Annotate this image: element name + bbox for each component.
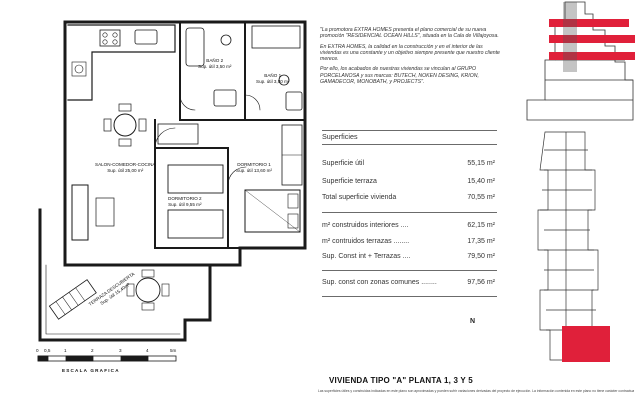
disclaimer-footnote: Las superficies útiles y construidas ind… xyxy=(318,389,634,393)
room-name: DORMITORIO 1 xyxy=(237,162,271,167)
terrace-outline xyxy=(38,208,212,342)
intro-text: "La promotora EXTRA HOMES presenta el pl… xyxy=(320,27,500,89)
dining-table xyxy=(113,113,137,137)
surface-row: Total superficie vivienda 70,55 m² xyxy=(322,194,495,204)
floor-plan xyxy=(37,20,307,362)
sun-lounger xyxy=(48,279,97,320)
wardrobe-2 xyxy=(157,123,199,145)
scale-tick: 3 xyxy=(119,348,122,353)
surface-label: Sup. const con zonas comunes ........ xyxy=(322,279,437,286)
scale-tick: 5m xyxy=(170,348,177,353)
surface-label: Total superficie vivienda xyxy=(322,194,397,201)
highlighted-floors xyxy=(549,19,635,60)
room-bano2: BAÑO 2 Sup. útil 3,50 m² xyxy=(198,58,231,69)
divider xyxy=(322,130,497,131)
surface-label: Superficie terraza xyxy=(322,178,377,185)
surface-row: Superficie terraza 15,40 m² xyxy=(322,178,495,188)
scale-bar xyxy=(37,355,177,362)
room-name: DORMITORIO 2 xyxy=(168,196,202,201)
scale-tick: 0 xyxy=(36,348,39,353)
surface-label: m² contruidos terrazas ........ xyxy=(322,238,410,245)
exterior-wall xyxy=(63,20,307,267)
bathroom-block xyxy=(179,21,306,121)
room-area: Sup. útil 9,55 m² xyxy=(168,201,202,207)
room-name: SALON-COMEDOR-COCINA xyxy=(95,162,156,167)
scale-tick: 1 xyxy=(64,348,67,353)
intro-paragraph: En EXTRA HOMES, la calidad en la constru… xyxy=(320,43,500,63)
twin-bed-1 xyxy=(167,164,224,194)
kitchen-hob xyxy=(99,29,121,47)
surface-value: 62,15 m² xyxy=(467,222,495,229)
surface-value: 15,40 m² xyxy=(467,178,495,185)
divider xyxy=(322,296,497,297)
surface-row: Sup. Const int + Terrazas .... 79,50 m² xyxy=(322,253,495,263)
bath1-shower xyxy=(251,25,301,49)
surface-value: 97,56 m² xyxy=(467,279,495,286)
room-name: BAÑO 1 xyxy=(264,73,282,78)
room-area: Sup. útil 25,00 m² xyxy=(107,167,144,173)
surface-row: Sup. const con zonas comunes ........ 97… xyxy=(322,279,495,289)
intro-paragraph: Por ello, los acabados de nuestras vivie… xyxy=(320,66,479,86)
twin-bed-2 xyxy=(167,209,224,239)
sofa xyxy=(71,184,89,241)
kitchen-sink xyxy=(134,29,158,45)
scale-label: ESCALA GRAFICA xyxy=(62,368,120,373)
site-plan xyxy=(537,131,610,362)
room-bano1: BAÑO 1 Sup. útil 3,80 m² xyxy=(256,73,289,84)
surface-label: Sup. Const int + Terrazas .... xyxy=(322,253,411,260)
room-area: Sup. útil 13,60 m² xyxy=(236,167,273,173)
surface-value: 79,50 m² xyxy=(467,253,495,260)
scale-tick: 0,5 xyxy=(44,348,51,353)
surface-row: Superficie útil 55,15 m² xyxy=(322,160,495,170)
room-name: BAÑO 2 xyxy=(206,58,224,63)
divider xyxy=(322,144,497,145)
north-label: N xyxy=(470,318,476,325)
surface-value: 17,35 m² xyxy=(467,238,495,245)
bath2-tub xyxy=(185,27,205,67)
surfaces-heading: Superficies xyxy=(322,132,358,141)
surface-row: m² construidos interiores .... 62,15 m² xyxy=(322,222,495,232)
room-dorm1: DORMITORIO 1 Sup. útil 13,60 m² xyxy=(236,162,272,173)
scale-tick: 4 xyxy=(146,348,149,353)
divider xyxy=(322,270,497,271)
surface-label: m² construidos interiores .... xyxy=(322,222,409,229)
scale-tick: 2 xyxy=(91,348,94,353)
room-area: Sup. útil 3,50 m² xyxy=(198,63,232,69)
highlighted-unit xyxy=(562,326,610,362)
room-area: Sup. útil 3,80 m² xyxy=(256,78,290,84)
divider xyxy=(322,212,497,213)
building-elevation xyxy=(526,1,635,121)
kitchen-counter xyxy=(67,24,176,101)
intro-paragraph: "La promotora EXTRA HOMES presenta el pl… xyxy=(320,27,499,40)
plan-caption: VIVIENDA TIPO "A" PLANTA 1, 3 Y 5 xyxy=(329,376,473,385)
room-salon: SALON-COMEDOR-COCINA Sup. útil 25,00 m² xyxy=(95,162,156,173)
double-bed xyxy=(244,189,301,233)
terrace-table xyxy=(135,277,161,303)
surface-value: 70,55 m² xyxy=(467,194,495,201)
surface-label: Superficie útil xyxy=(322,160,365,167)
surface-row: m² contruidos terrazas ........ 17,35 m² xyxy=(322,238,495,248)
room-dorm2: DORMITORIO 2 Sup. útil 9,55 m² xyxy=(168,196,202,207)
surface-value: 55,15 m² xyxy=(467,160,495,167)
